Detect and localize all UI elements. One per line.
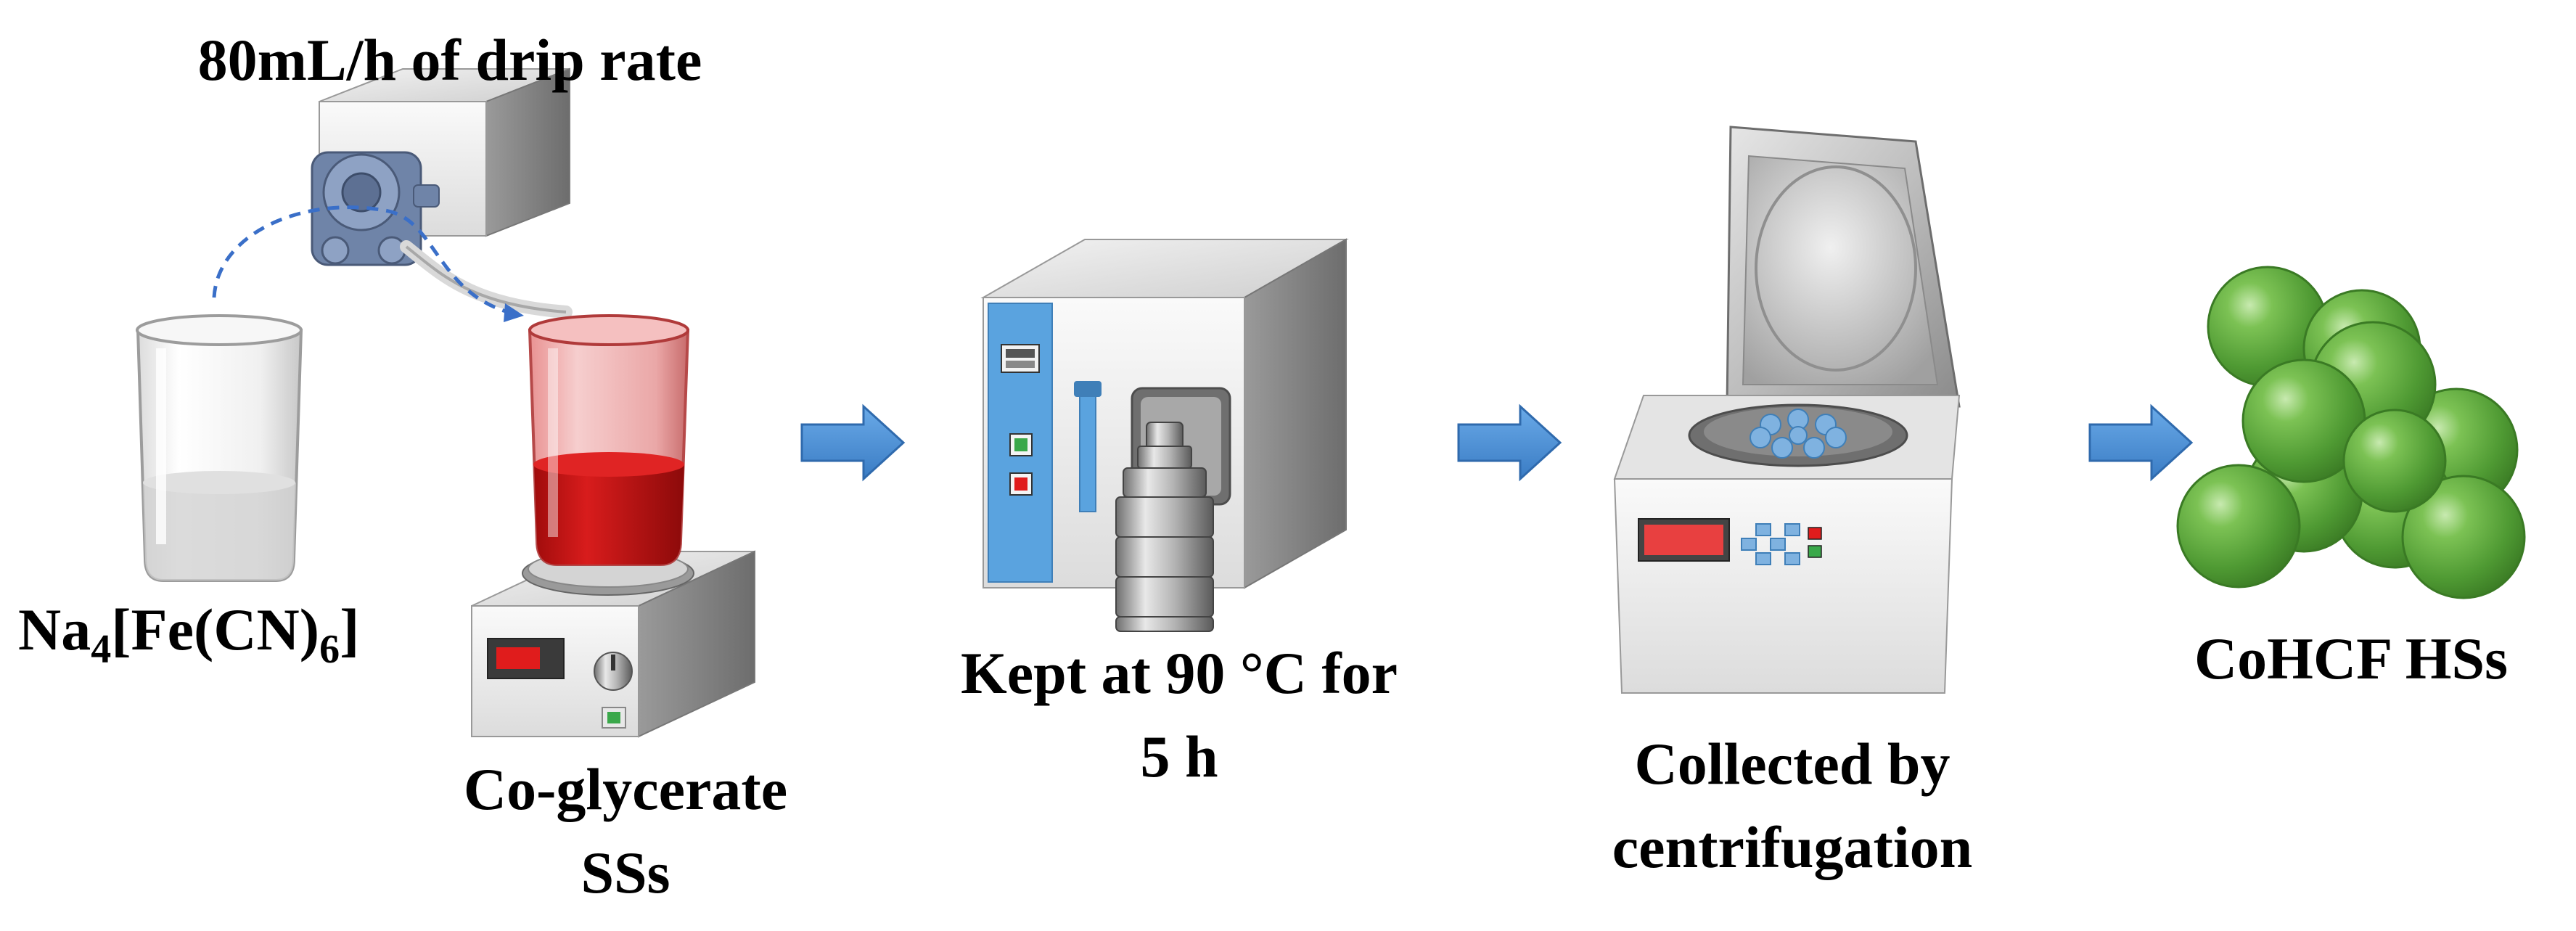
autoclave-icon	[1115, 422, 1214, 632]
magnetic-stirrer-icon	[471, 550, 755, 738]
flow-path-icon	[212, 205, 524, 322]
oven-label-line-1: Kept at 90 °C for	[961, 640, 1398, 706]
oven-label-line-2: 5 h	[1140, 723, 1218, 789]
co-glycerate-label-line-1: Co-glycerate	[464, 756, 787, 822]
precursor-main: Na	[18, 596, 91, 663]
peristaltic-pump-icon	[311, 67, 573, 319]
product-label: CoHCF HSs	[2194, 626, 2508, 692]
process-arrow-1	[800, 403, 906, 482]
precursor-beaker-icon	[136, 314, 303, 582]
centrifuge-label-line-2: centrifugation	[1612, 814, 1972, 880]
precursor-sub-2: 6	[319, 627, 340, 672]
cohcf-hollow-spheres-icon	[2176, 266, 2526, 599]
precursor-mid: [Fe(CN)	[111, 596, 319, 663]
precursor-end: ]	[340, 596, 359, 663]
centrifuge-label-line-1: Collected by	[1635, 731, 1951, 797]
co-glycerate-beaker-icon	[528, 314, 690, 566]
precursor-sub-1: 4	[91, 627, 111, 672]
process-arrow-3	[2088, 403, 2194, 482]
co-glycerate-label-line-2: SSs	[581, 840, 670, 906]
precursor-label: Na4[Fe(CN)6]	[18, 596, 359, 672]
centrifuge-icon	[1613, 126, 1961, 694]
process-arrow-2	[1457, 403, 1562, 482]
drip-rate-label: 80mL/h of drip rate	[198, 27, 702, 93]
